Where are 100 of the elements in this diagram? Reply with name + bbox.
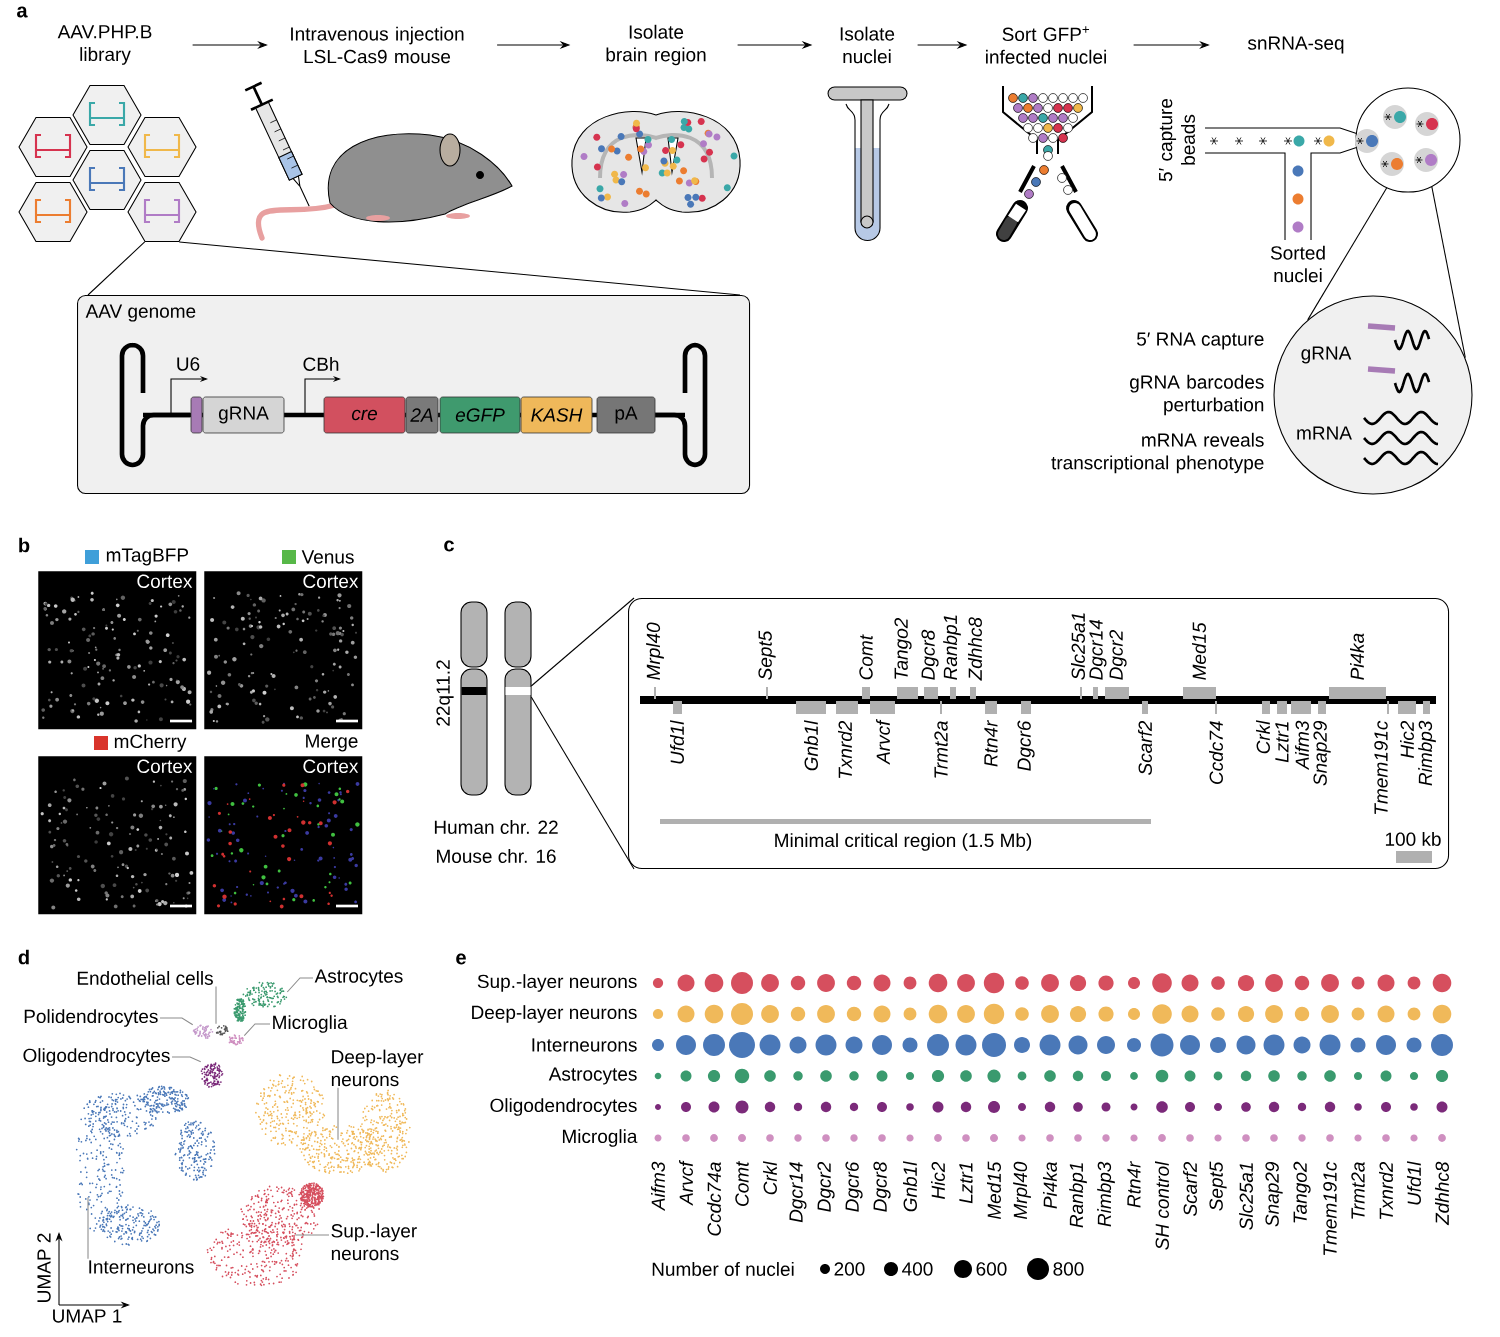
leader-line xyxy=(294,1234,330,1236)
row-label: Sup.-layer neurons xyxy=(477,974,637,992)
step-label: Isolate nuclei xyxy=(840,26,895,64)
capsid-hexagon xyxy=(72,150,142,210)
cell-cluster xyxy=(228,1034,244,1046)
step-label: Sort GFP$^{+}$ infected nuclei xyxy=(986,26,1106,64)
panel-letter: d xyxy=(18,949,29,965)
column-label: Crkl xyxy=(763,1161,777,1195)
micrograph: Cortex xyxy=(38,756,197,915)
column-label: Txnrd2 xyxy=(1379,1161,1393,1219)
gene-element-box: pA xyxy=(596,396,656,434)
column-label: Comt xyxy=(735,1160,749,1206)
gene-label: Slc25a1 xyxy=(1071,613,1085,680)
column-label: Tango2 xyxy=(1293,1161,1311,1223)
gene-label: Lztr1 xyxy=(1275,722,1289,763)
gene-label: Med15 xyxy=(1192,622,1206,680)
step-label: snRNA-seq xyxy=(1247,36,1344,54)
column-label: Slc25a1 xyxy=(1239,1163,1253,1230)
gene-label: Tmem191c xyxy=(1374,720,1388,814)
column-label: Dgcr14 xyxy=(789,1162,807,1223)
column-label: Ufd1l xyxy=(1407,1161,1421,1205)
channel-label: 5′ capture beads xyxy=(1159,98,1195,182)
gene-label: Zdhhc8 xyxy=(968,617,982,681)
gene-label: Dgcr8 xyxy=(921,629,939,680)
gene-map-box xyxy=(628,598,1450,870)
cell-cluster xyxy=(255,1074,411,1175)
gene-element-box: eGFP xyxy=(439,396,521,434)
panel-letter: b xyxy=(19,537,30,553)
row-label: Microglia xyxy=(562,1129,638,1147)
column-label: Dgcr6 xyxy=(845,1161,863,1212)
readout-label: 5′ RNA capture xyxy=(1137,332,1264,350)
gene-element-box xyxy=(190,396,203,434)
column-label: Lztr1 xyxy=(959,1163,973,1204)
gene-label: Arvcf xyxy=(876,718,890,765)
leader-line xyxy=(215,986,217,1025)
row-label: Interneurons xyxy=(532,1038,637,1052)
column-label: Sept5 xyxy=(1209,1161,1227,1211)
cluster-label: Endothelial cells xyxy=(77,971,213,985)
capsid-hexagon xyxy=(72,85,142,145)
column-label: Rtn4r xyxy=(1127,1160,1141,1208)
gene-label: Crkl xyxy=(1256,720,1270,754)
gene-label: Ufd1l xyxy=(670,720,684,764)
panel-letter: c xyxy=(444,540,454,552)
gene-label: Dgcr6 xyxy=(1017,720,1035,771)
gene-element-box: cre xyxy=(323,396,406,434)
gene-label: Pi4ka xyxy=(1350,633,1364,680)
gene-element-box: KASH xyxy=(520,396,593,434)
column-label: Med15 xyxy=(987,1161,1001,1220)
bead-circle xyxy=(1355,87,1461,193)
cluster-label: Deep-layer neurons xyxy=(331,1049,424,1087)
cell-cluster xyxy=(200,1062,224,1088)
region-label: Minimal critical region (1.5 Mb) xyxy=(775,833,1032,851)
leader-line xyxy=(243,1023,271,1037)
cluster-label: Interneurons xyxy=(89,1260,194,1274)
gene-label: Hic2 xyxy=(1400,720,1414,758)
gene-label: Dgcr2 xyxy=(1109,630,1127,680)
micrograph: Cortex xyxy=(204,756,363,915)
capsid-hexagon xyxy=(127,117,197,177)
cluster-label: Microglia xyxy=(273,1015,348,1033)
leader-line xyxy=(159,1017,194,1026)
capsid-hexagon xyxy=(127,182,197,242)
legend-label: Venus xyxy=(301,550,354,564)
gene-label: Scarf2 xyxy=(1138,720,1152,775)
zoom-line xyxy=(530,696,635,870)
zoom-line xyxy=(178,241,741,296)
gene-label: Tango2 xyxy=(894,617,912,679)
cluster-label: Sup.-layer neurons xyxy=(331,1223,417,1261)
cell-cluster xyxy=(215,1024,229,1036)
column-label: Ccdc74a xyxy=(707,1162,721,1236)
legend-label: 200 xyxy=(834,1262,865,1276)
gene-label: Dgcr14 xyxy=(1089,619,1107,680)
leader-line xyxy=(286,977,314,993)
promoter-label: CBh xyxy=(303,357,339,371)
cell-cluster xyxy=(75,1085,216,1246)
readout-label: gRNA barcodes perturbation xyxy=(1130,374,1264,416)
promoter-label: U6 xyxy=(177,357,200,371)
legend-label: mCherry xyxy=(114,734,187,752)
gene-label: Rtn4r xyxy=(984,719,998,767)
zoom-line xyxy=(87,241,146,296)
column-label: Zdhhc8 xyxy=(1435,1161,1449,1226)
gene-label: Snap29 xyxy=(1313,721,1331,786)
column-label: Mrpl40 xyxy=(1013,1161,1031,1220)
gene-label: Ranbp1 xyxy=(943,615,961,680)
legend-title: Number of nuclei xyxy=(652,1262,794,1276)
readout-label: mRNA reveals transcriptional phenotype xyxy=(1051,432,1264,474)
gene-label: Txnrd2 xyxy=(838,720,852,778)
chromosome-label: Human chr. 22 xyxy=(434,820,558,834)
legend-label: mTagBFP xyxy=(106,548,189,566)
gene-label: Mrpl40 xyxy=(646,622,664,680)
column-label: SH control xyxy=(1155,1161,1169,1250)
cluster-label: Polidendrocytes xyxy=(24,1009,158,1027)
leader-line xyxy=(337,1087,339,1141)
gene-label: Aifm3 xyxy=(1295,720,1309,771)
column-label: Trmt2a xyxy=(1351,1162,1365,1219)
leader-line xyxy=(87,1196,89,1260)
row-label: Deep-layer neurons xyxy=(472,1005,637,1023)
capsid-hexagon xyxy=(18,117,88,177)
column-label: Gnb1l xyxy=(903,1161,917,1212)
cell-cluster xyxy=(206,1182,325,1287)
micrograph: Cortex xyxy=(204,571,363,730)
